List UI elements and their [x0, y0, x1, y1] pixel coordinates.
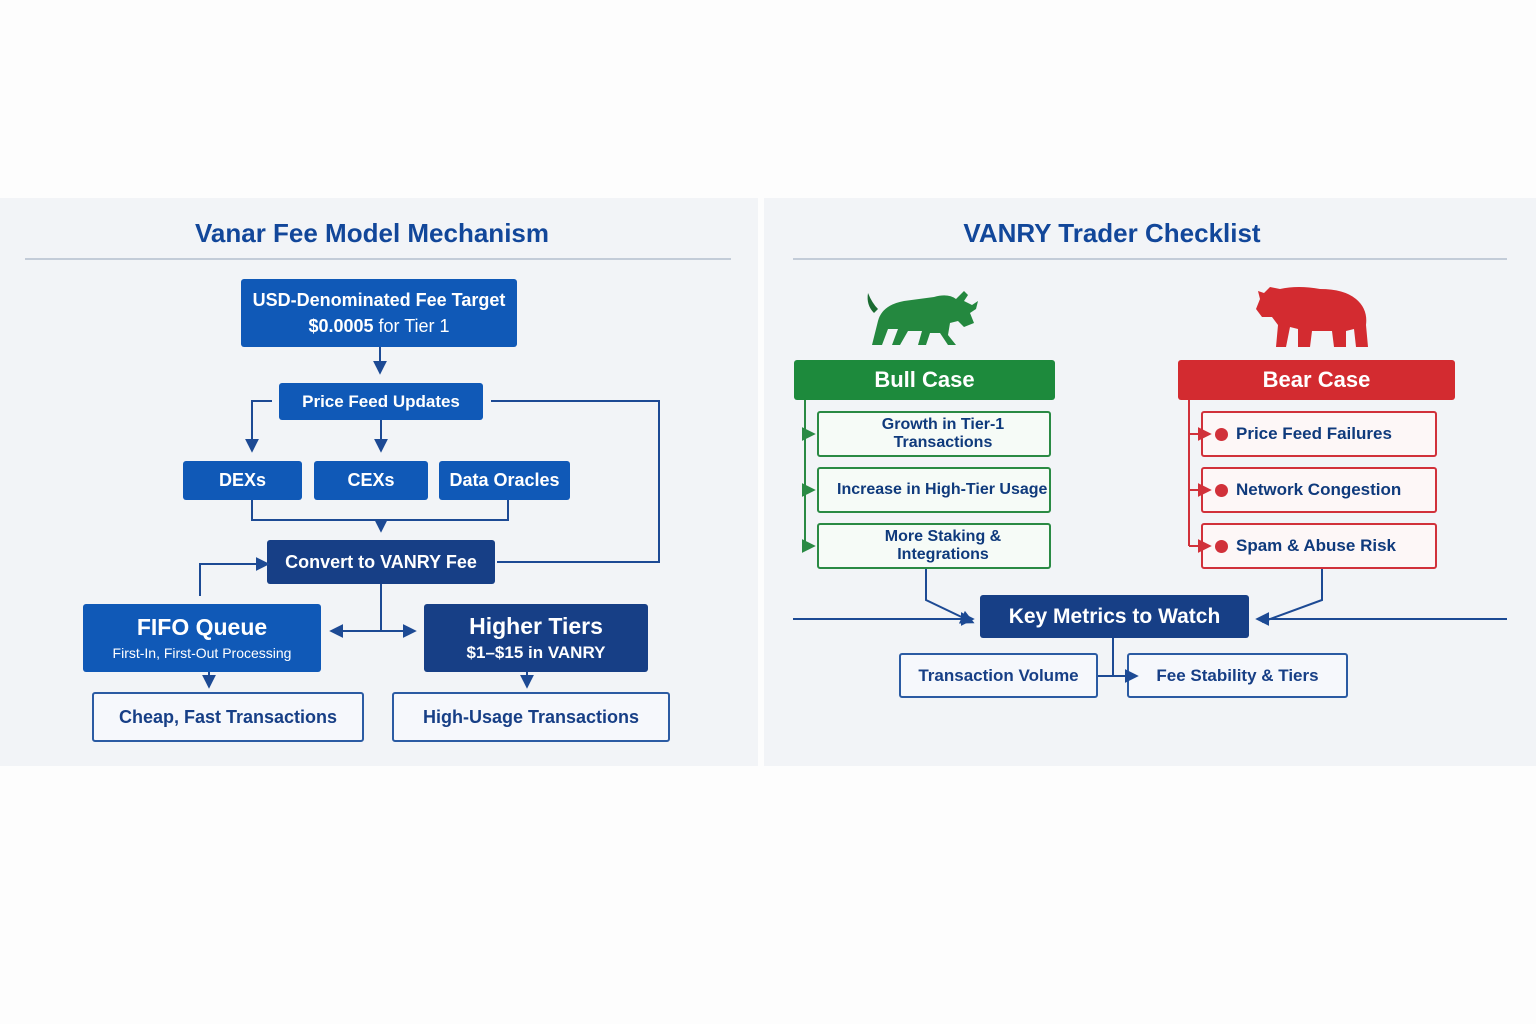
bullet-dot-icon — [1215, 427, 1228, 441]
bull-icon — [867, 291, 978, 345]
key-metrics-box: Key Metrics to Watch — [980, 595, 1249, 638]
fee-model-divider — [25, 258, 731, 260]
fee-target-tier: for Tier 1 — [373, 316, 450, 336]
fee-target-label: USD-Denominated Fee Target — [252, 290, 506, 310]
fee-target-box: USD-Denominated Fee Target $0.0005 for T… — [241, 279, 517, 347]
checklist-title: VANRY Trader Checklist — [963, 218, 1261, 248]
fifo-queue-subtitle: First-In, First-Out Processing — [112, 645, 292, 661]
bear-item-label: Spam & Abuse Risk — [1236, 536, 1396, 555]
source-dexs: DEXs — [183, 461, 302, 500]
bear-item-spam-abuse: Spam & Abuse Risk — [1201, 523, 1437, 569]
metric-transaction-volume: Transaction Volume — [899, 653, 1098, 698]
higher-tiers-title: Higher Tiers — [469, 613, 603, 639]
bull-item-high-tier-usage: Increase in High-Tier Usage — [817, 467, 1051, 513]
bear-item-network-congestion: Network Congestion — [1201, 467, 1437, 513]
higher-tiers-subtitle: $1–$15 in VANRY — [466, 643, 606, 662]
convert-fee-box: Convert to VANRY Fee — [267, 540, 495, 584]
cheap-fast-transactions-box: Cheap, Fast Transactions — [92, 692, 364, 742]
fee-model-title: Vanar Fee Model Mechanism — [194, 218, 549, 248]
high-usage-transactions-box: High-Usage Transactions — [392, 692, 670, 742]
metric-fee-stability: Fee Stability & Tiers — [1127, 653, 1348, 698]
bullet-dot-icon — [1215, 539, 1228, 553]
bull-item-tier1-growth: Growth in Tier-1 Transactions — [817, 411, 1051, 457]
source-cexs: CEXs — [314, 461, 428, 500]
price-feed-box: Price Feed Updates — [279, 383, 483, 420]
checklist-divider — [793, 258, 1507, 260]
fifo-queue-title: FIFO Queue — [136, 614, 268, 640]
fee-target-amount: $0.0005 — [308, 316, 374, 336]
higher-tiers-box: Higher Tiers $1–$15 in VANRY — [424, 604, 648, 672]
bull-case-header: Bull Case — [794, 360, 1055, 400]
bear-icon — [1256, 287, 1368, 347]
bull-item-staking: More Staking & Integrations — [817, 523, 1051, 569]
bear-item-label: Network Congestion — [1236, 480, 1402, 499]
bullet-dot-icon — [1215, 483, 1228, 497]
bear-item-label: Price Feed Failures — [1236, 424, 1392, 443]
bear-case-header: Bear Case — [1178, 360, 1455, 400]
bear-item-price-feed-failures: Price Feed Failures — [1201, 411, 1437, 457]
fifo-queue-box: FIFO Queue First-In, First-Out Processin… — [83, 604, 321, 672]
source-data-oracles: Data Oracles — [439, 461, 570, 500]
fee-target-value: $0.0005 for Tier 1 — [308, 313, 449, 339]
